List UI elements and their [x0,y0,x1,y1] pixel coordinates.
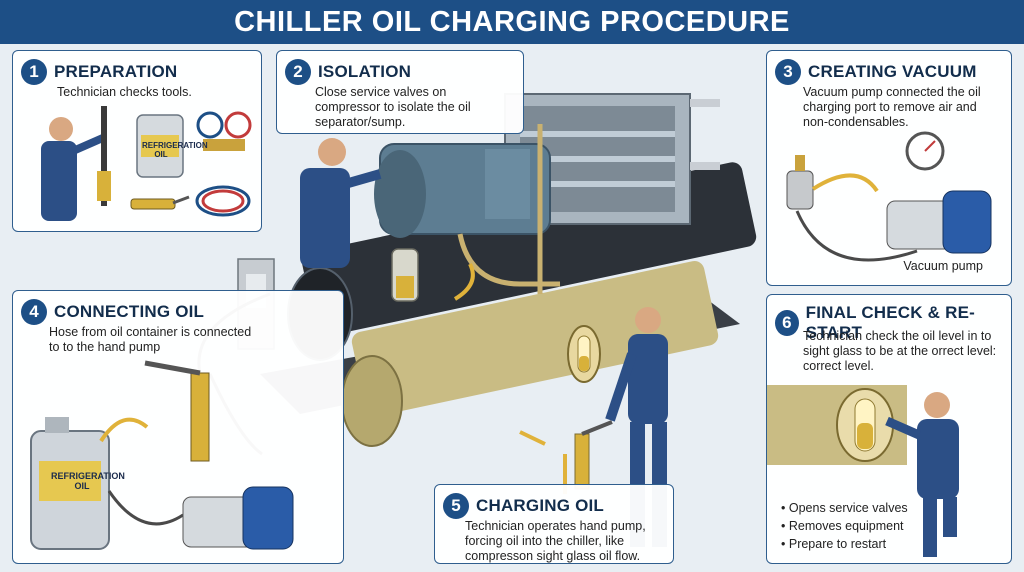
step-title: CHARGING OIL [476,496,605,515]
chiller-illustration [197,93,757,547]
final-steps-list: Opens service valves Removes equipment P… [781,499,908,553]
vacuum-gauge-icon [905,131,945,171]
step-description: Close service valves on compressor to is… [315,85,471,129]
list-item: Opens service valves [781,499,908,517]
step-description: Technician check the oil level in to sig… [803,329,997,373]
hand-pump-icon [144,360,210,462]
sight-glass [567,325,601,383]
page-title: CHILLER OIL CHARGING PROCEDURE [234,5,790,38]
step-panel-preparation: 1 PREPARATION Technician checks tools. [12,50,262,232]
technician-figure [41,106,111,221]
vacuum-pump-icon [182,486,294,550]
technician-figure [885,392,959,557]
grease-gun-icon [130,195,190,210]
flow-arrow [453,263,475,301]
step-title: ISOLATION [318,62,412,81]
step-title: CREATING VACUUM [808,62,977,81]
step-number-badge: 6 [775,310,799,336]
connecting-oil-illustration [30,360,294,550]
step-number-badge: 1 [21,59,47,85]
step-panel-creating-vacuum: 3 CREATING VACUUM Vacuum pump connected … [766,50,1012,286]
sight-glass-icon [836,388,894,462]
oil-filter [391,248,419,302]
charging-port-icon [786,155,814,210]
condenser-shell [341,261,719,447]
step-number-badge: 5 [443,493,469,519]
jug-label-text: REFRIGERATION OIL [142,141,208,159]
list-item: Prepare to restart [781,535,908,553]
oil-jug-icon [136,114,184,178]
step-number-badge: 4 [21,299,47,325]
final-check-illustration [767,385,959,557]
step-panel-charging-oil: 5 CHARGING OIL Technician operates hand … [434,484,674,564]
preparation-illustration [41,106,252,221]
title-banner: CHILLER OIL CHARGING PROCEDURE [0,0,1024,44]
step-description: Vacuum pump connected the oil charging p… [803,85,981,129]
vacuum-illustration [786,131,992,262]
step-title: CONNECTING OIL [54,302,205,321]
step-panel-isolation: 2 ISOLATION Close service valves on comp… [276,50,524,134]
step-title: FINAL CHECK & RE-START [805,303,975,342]
chiller-scene: 1 PREPARATION Technician checks tools. [0,44,1024,572]
step-number-badge: 2 [285,59,311,85]
vacuum-pump-label: Vacuum pump [903,259,983,273]
step-title: PREPARATION [54,62,178,81]
step-panel-final-check: 6 FINAL CHECK & RE-START Technician chec… [766,294,1012,564]
refrigeration-oil-jug-icon [30,417,110,550]
hose-coil-icon [195,185,251,217]
technician-isolation-figure [300,138,382,268]
manifold-gauge-icon [196,111,252,151]
list-item: Removes equipment [781,517,908,535]
flow-arrow [519,430,546,446]
step-description: Technician operates hand pump, forcing o… [465,519,646,563]
compressor [374,143,551,238]
vacuum-pump-icon [886,190,992,254]
step-description: Hose from oil container is connected to … [49,325,252,354]
step-number-badge: 3 [775,59,801,85]
step-description: Technician checks tools. [57,85,192,99]
step-panel-connecting-oil: 4 CONNECTING OIL Hose from oil container… [12,290,344,564]
hand-pump [574,420,613,490]
jug-label-text: REFRIGERATION OIL [51,471,125,491]
